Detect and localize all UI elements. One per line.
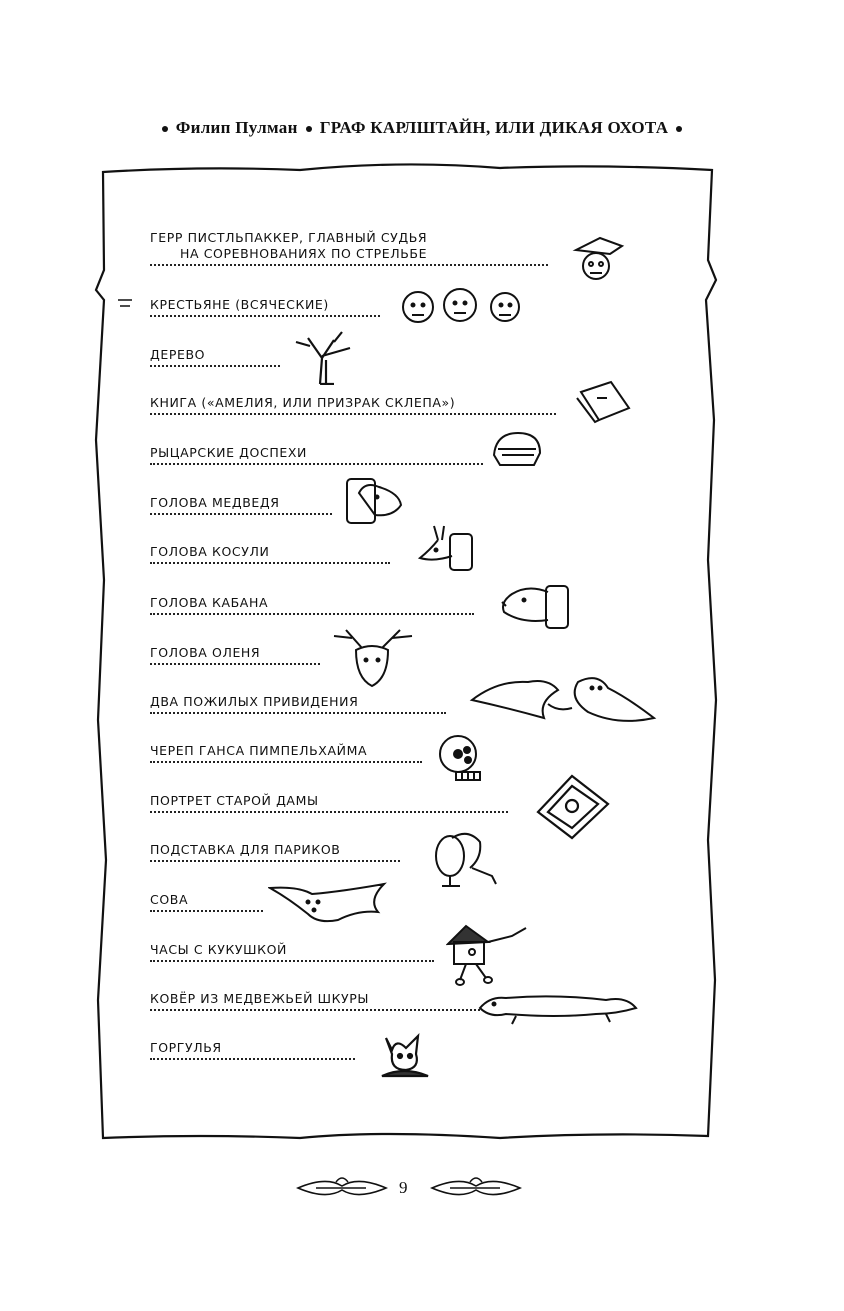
dotted-line	[150, 365, 280, 367]
item-label: Сова	[150, 892, 189, 907]
book-title: ГРАФ КАРЛШТАЙН, ИЛИ ДИКАЯ ОХОТА	[319, 118, 669, 137]
dotted-line	[150, 663, 320, 665]
list-item: Голова медведя	[150, 495, 332, 515]
list-item: Голова кабана	[150, 595, 474, 615]
dotted-line	[150, 513, 332, 515]
dotted-line	[150, 860, 400, 862]
dotted-line	[150, 1009, 480, 1011]
peasants-icon	[402, 288, 520, 323]
book-icon	[576, 380, 631, 424]
list-item: Рыцарские доспехи	[150, 445, 483, 465]
list-item: Голова оленя	[150, 645, 320, 665]
dotted-line	[150, 960, 434, 962]
list-item: Книга («Амелия, или Призрак склепа»)	[150, 395, 556, 415]
list-item: Подставка для париков	[150, 842, 400, 862]
dotted-line	[150, 761, 422, 763]
dotted-line	[150, 1058, 355, 1060]
item-label: Горгулья	[150, 1040, 222, 1055]
bearskin-rug-icon	[478, 995, 638, 1025]
page-number: 9	[399, 1178, 408, 1197]
item-label: Голова медведя	[150, 495, 280, 510]
list-item: Герр Пистльпаккер, главный судья на соре…	[150, 230, 548, 266]
stag-head-icon	[333, 629, 413, 688]
bird-ornament-icon	[296, 1177, 388, 1196]
list-item: Череп Ганса Пимпельхайма	[150, 743, 422, 763]
list-item: Голова косули	[150, 544, 390, 564]
item-label: Голова косули	[150, 544, 270, 559]
list-item: Горгулья	[150, 1040, 355, 1060]
bullet	[676, 126, 683, 133]
list-item: Дерево	[150, 347, 280, 367]
dotted-line	[150, 264, 548, 266]
author-name: Филип Пулман	[175, 118, 298, 137]
skull-icon	[439, 735, 481, 781]
item-label: Дерево	[150, 347, 206, 362]
list-item: Ковёр из медвежьей шкуры	[150, 991, 480, 1011]
item-label: Крестьяне (всяческие)	[150, 297, 329, 312]
bear-head-icon	[346, 478, 403, 524]
item-label: Рыцарские доспехи	[150, 445, 307, 460]
cuckoo-clock-icon	[446, 924, 527, 986]
bullet	[305, 126, 312, 133]
owl-icon	[268, 882, 387, 923]
dotted-line	[150, 413, 556, 415]
item-label: Герр Пистльпаккер, главный судья	[150, 230, 428, 245]
roe-deer-head-icon	[417, 525, 473, 571]
item-label: Два пожилых привидения	[150, 694, 359, 709]
running-head: Филип Пулман ГРАФ КАРЛШТАЙН, ИЛИ ДИКАЯ ОХ…	[0, 118, 844, 138]
man-in-hat-icon	[572, 236, 625, 280]
item-label: Портрет старой дамы	[150, 793, 319, 808]
item-label: Часы с кукушкой	[150, 942, 287, 957]
item-label: Голова оленя	[150, 645, 261, 660]
bird-ornament-icon	[430, 1177, 522, 1196]
item-label: Ковёр из медвежьей шкуры	[150, 991, 370, 1006]
item-label: Подставка для париков	[150, 842, 341, 857]
knight-helmet-icon	[492, 431, 542, 466]
item-label-line2: на соревнованиях по стрельбе	[180, 246, 428, 261]
tree-icon	[295, 331, 351, 385]
dotted-line	[150, 811, 508, 813]
dotted-line	[150, 613, 474, 615]
dotted-line	[150, 562, 390, 564]
gargoyle-icon	[381, 1033, 429, 1078]
dotted-line	[150, 712, 446, 714]
dotted-line	[150, 910, 263, 912]
boar-head-icon	[501, 585, 569, 629]
dotted-line	[150, 463, 483, 465]
portrait-icon	[536, 774, 610, 840]
wig-stand-icon	[435, 832, 497, 887]
list-item: Часы с кукушкой	[150, 942, 434, 962]
list-item: Два пожилых привидения	[150, 694, 446, 714]
item-label: Голова кабана	[150, 595, 269, 610]
dotted-line	[150, 315, 380, 317]
list-item: Крестьяне (всяческие)	[150, 297, 380, 317]
item-label: Книга («Амелия, или Призрак склепа»)	[150, 395, 456, 410]
item-label: Череп Ганса Пимпельхайма	[150, 743, 368, 758]
bullet	[161, 126, 168, 133]
ghosts-icon	[469, 677, 657, 722]
list-item: Портрет старой дамы	[150, 793, 508, 813]
list-item: Сова	[150, 892, 263, 912]
